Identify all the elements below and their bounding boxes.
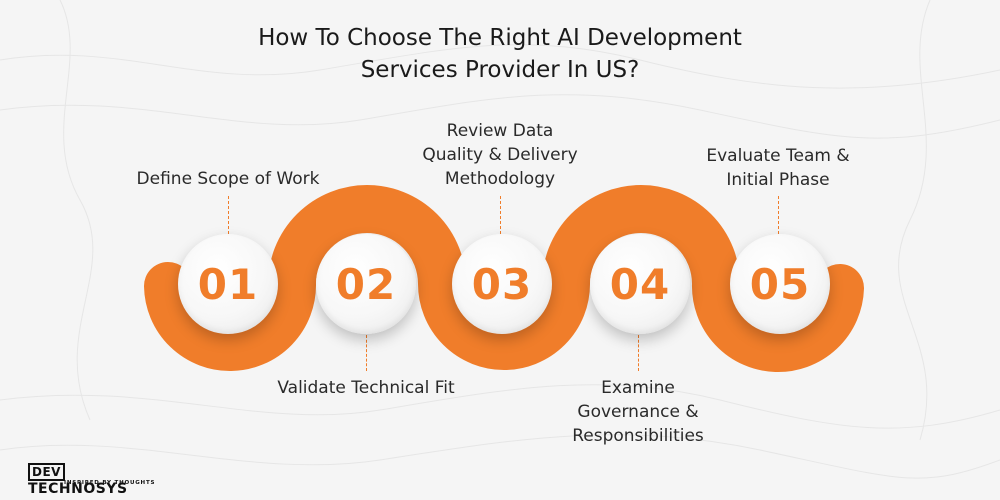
step-label-3: Review Data Quality & Delivery Methodolo… (380, 119, 620, 191)
step-label-2: Validate Technical Fit (246, 376, 486, 400)
step-number-1: 01 (197, 259, 259, 309)
step-circle-4: 04 (590, 234, 690, 334)
page-title: How To Choose The Right AI Development S… (0, 22, 1000, 86)
wave-band (144, 185, 864, 372)
step-circle-5: 05 (730, 234, 830, 334)
logo-name: TECHNOSYS (28, 481, 128, 497)
step-label-4: Examine Governance & Responsibilities (518, 376, 758, 448)
step-label-4-line-1: Examine (601, 378, 675, 398)
step-label-3-line-1: Review Data (446, 121, 554, 141)
step-circle-1: 01 (178, 234, 278, 334)
step-label-5-line-2: Initial Phase (726, 170, 830, 190)
step-label-4-line-3: Responsibilities (572, 426, 704, 446)
step-label-2-line-1: Validate Technical Fit (277, 378, 455, 398)
logo-mark: DEV (28, 463, 65, 481)
step-label-1: Define Scope of Work (108, 167, 348, 191)
logo-tagline: INSPIRED BY THOUGHTS (64, 480, 156, 486)
connector-step-5 (778, 196, 779, 234)
connector-step-3 (500, 196, 501, 234)
logo-wordmark: DEVTECHNOSYS (28, 463, 158, 497)
company-logo: DEVTECHNOSYS INSPIRED BY THOUGHTS (28, 463, 158, 497)
connector-step-2 (366, 335, 367, 371)
title-line-2: Services Provider In US? (360, 57, 640, 83)
step-label-3-line-3: Methodology (444, 169, 556, 189)
connector-step-4 (638, 335, 639, 371)
step-label-4-line-2: Governance & (577, 402, 699, 422)
step-number-4: 04 (609, 259, 671, 309)
connector-step-1 (228, 196, 229, 234)
step-label-5: Evaluate Team & Initial Phase (658, 144, 898, 192)
step-label-5-line-1: Evaluate Team & (706, 146, 850, 166)
step-circle-3: 03 (452, 234, 552, 334)
step-label-3-line-2: Quality & Delivery (422, 145, 578, 165)
step-circle-2: 02 (316, 234, 416, 334)
step-number-3: 03 (471, 259, 533, 309)
step-label-1-line-1: Define Scope of Work (136, 169, 320, 189)
step-number-5: 05 (749, 259, 811, 309)
title-line-1: How To Choose The Right AI Development (258, 25, 742, 51)
step-number-2: 02 (335, 259, 397, 309)
